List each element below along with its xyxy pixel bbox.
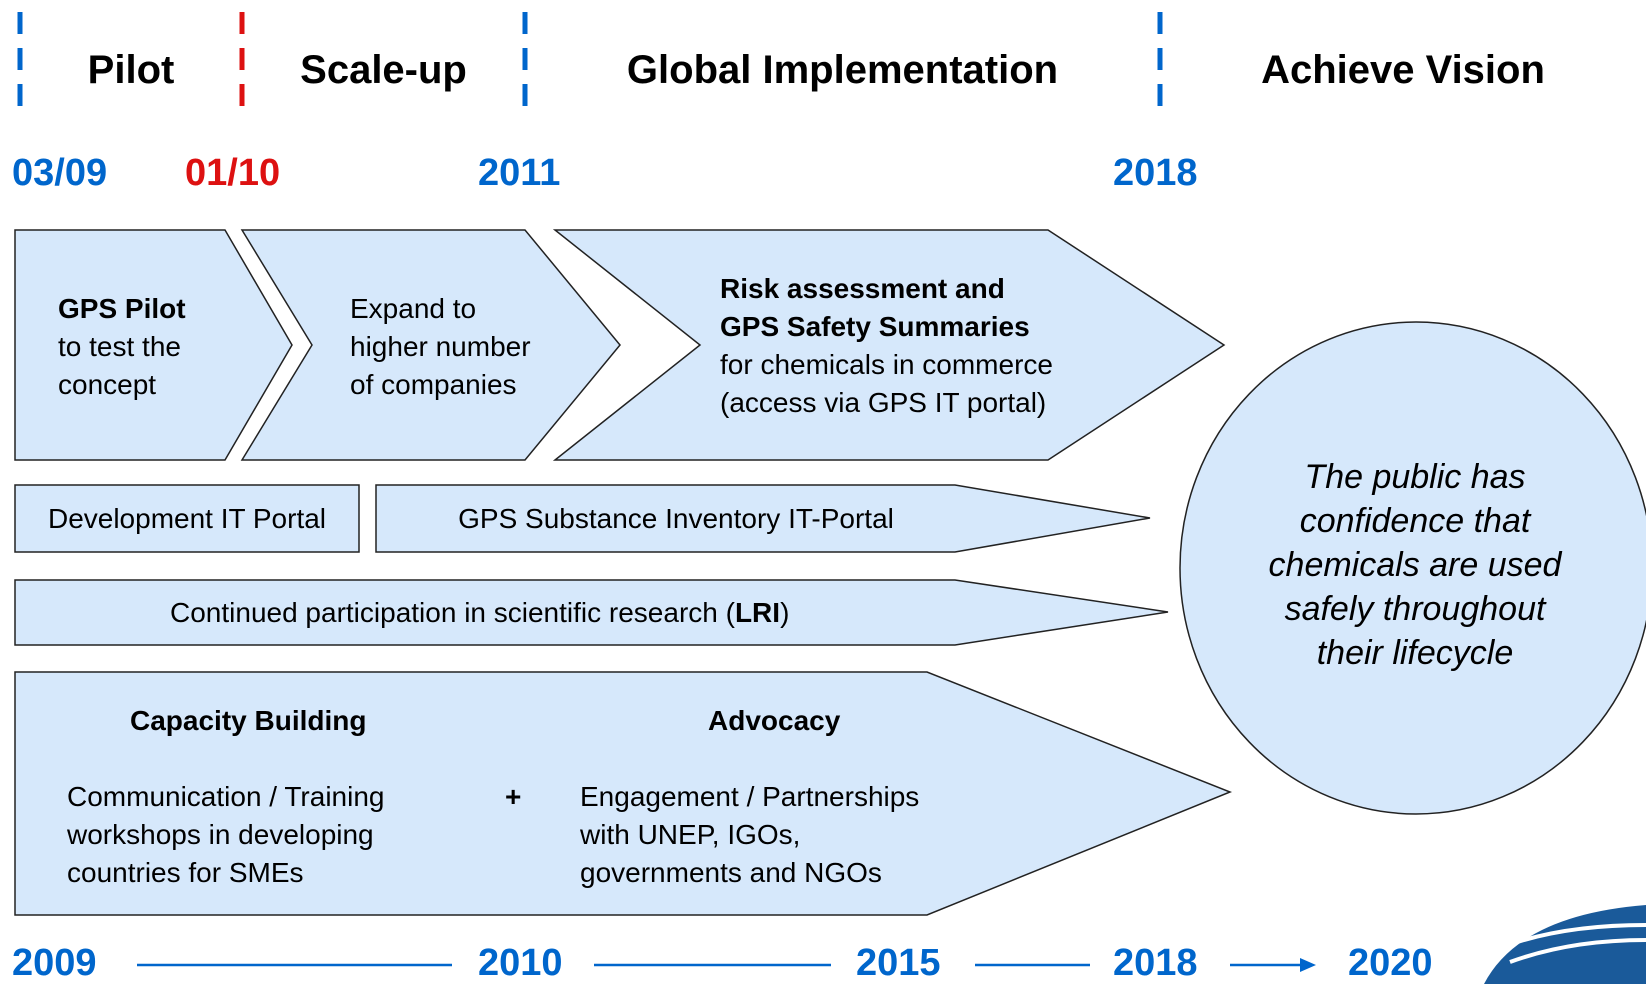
- phase-global-implementation: Global Implementation: [626, 47, 1059, 92]
- risk-line-2: (access via GPS IT portal): [720, 387, 1047, 418]
- vision-statement: The public has confidence that chemicals…: [1185, 455, 1645, 675]
- vision-line-2: confidence that: [1299, 502, 1531, 540]
- timeline-2009: 2009: [12, 942, 97, 984]
- risk-title-2: GPS Safety Summaries: [720, 311, 1030, 342]
- timeline-2018: 2018: [1113, 942, 1198, 984]
- timeline-2020: 2020: [1348, 942, 1433, 984]
- lri-suffix: ): [780, 597, 790, 628]
- advocacy-line-3: governments and NGOs: [580, 857, 882, 888]
- lri-prefix: Continued participation in scientific re…: [170, 597, 735, 628]
- phase-achieve-vision: Achieve Vision: [1261, 47, 1545, 92]
- vision-line-1: The public has: [1304, 458, 1526, 496]
- timeline-2015: 2015: [856, 942, 941, 984]
- timeline-arrowhead: [1300, 958, 1316, 972]
- pilot-title: GPS Pilot: [58, 293, 186, 324]
- expand-line-1: Expand to: [350, 293, 477, 324]
- plus-sign: +: [505, 781, 522, 812]
- substance-inventory-label: GPS Substance Inventory IT-Portal: [458, 503, 894, 534]
- vision-line-3: chemicals are used: [1268, 546, 1562, 584]
- capacity-line-3: countries for SMEs: [67, 857, 304, 888]
- vision-circle: [1179, 321, 1646, 815]
- milestone-date-4: 2018: [1113, 152, 1198, 194]
- arrow-gps-pilot: [14, 229, 293, 461]
- arrow-substance-inventory: [375, 484, 1151, 553]
- risk-line-1: for chemicals in commerce: [720, 349, 1053, 380]
- milestone-date-1: 03/09: [12, 152, 108, 194]
- pilot-line-2: concept: [58, 369, 157, 400]
- expand-line-3: of companies: [350, 369, 517, 400]
- advocacy-line-2: with UNEP, IGOs,: [580, 819, 801, 850]
- lri-bold: LRI: [734, 597, 781, 628]
- phase-scaleup: Scale-up: [300, 47, 467, 92]
- development-it-portal-label: Development IT Portal: [47, 503, 327, 534]
- capacity-building-title: Capacity Building: [130, 705, 367, 736]
- capacity-line-2: workshops in developing: [67, 819, 374, 850]
- arrow-lri: [14, 579, 1169, 646]
- arrow-capacity-advocacy: [14, 671, 1233, 916]
- arrow-risk-assessment: [552, 229, 1226, 461]
- pilot-line-1: to test the: [58, 331, 181, 362]
- phase-pilot: Pilot: [87, 47, 175, 92]
- box-development-it-portal: [14, 484, 360, 553]
- milestone-date-3: 2011: [478, 152, 561, 194]
- advocacy-title: Advocacy: [708, 705, 841, 736]
- vision-line-5: their lifecycle: [1316, 634, 1514, 672]
- lri-label: Continued participation in scientific re…: [170, 594, 789, 632]
- milestone-date-2: 01/10: [185, 152, 281, 194]
- risk-title-1: Risk assessment and: [720, 273, 1005, 304]
- vision-line-4: safely throughout: [1284, 590, 1546, 628]
- capacity-line-1: Communication / Training: [67, 781, 385, 812]
- arrow-expand: [240, 229, 621, 461]
- advocacy-line-1: Engagement / Partnerships: [580, 781, 920, 812]
- logo: [1484, 905, 1646, 984]
- expand-line-2: higher number: [350, 331, 531, 362]
- timeline-2010: 2010: [478, 942, 563, 984]
